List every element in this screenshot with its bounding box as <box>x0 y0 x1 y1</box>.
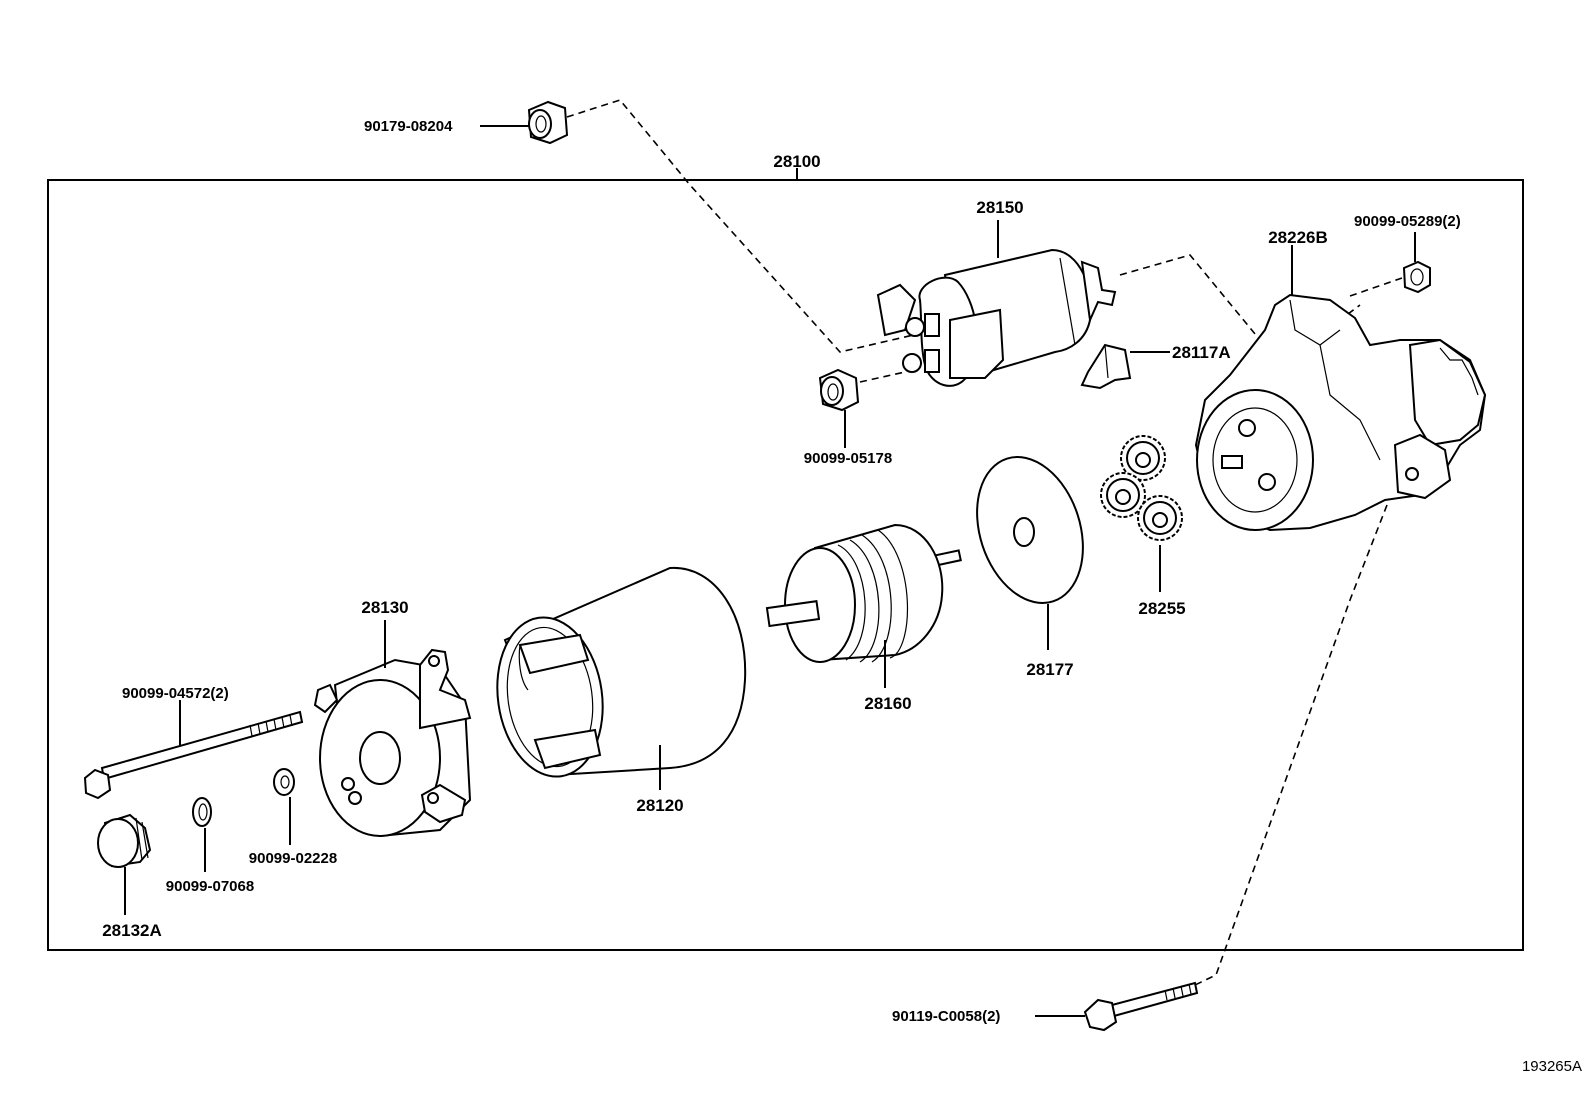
part-label-90099-05289: 90099-05289(2) <box>1354 213 1461 230</box>
part-label-28255: 28255 <box>1138 599 1185 618</box>
yoke-icon <box>496 566 747 778</box>
assembly-number-label: 28100 <box>773 152 820 171</box>
part-label-28130: 28130 <box>361 598 408 617</box>
part-label-90179-08204: 90179-08204 <box>364 118 453 135</box>
plate-icon <box>976 456 1084 604</box>
through-bolt-icon <box>83 710 304 800</box>
part-label-90099-07068: 90099-07068 <box>166 878 254 895</box>
part-label-90119-C0058: 90119-C0058(2) <box>892 1008 1000 1025</box>
nut-icon <box>1402 260 1431 294</box>
part-label-28117A: 28117A <box>1172 343 1231 362</box>
washer-icon <box>273 768 295 796</box>
planetary-gear-icon <box>1100 435 1183 541</box>
clip-icon <box>192 797 212 827</box>
part-label-90099-04572: 90099-04572(2) <box>122 685 229 702</box>
part-label-28160: 28160 <box>864 694 911 713</box>
armature-icon <box>765 523 962 663</box>
through-bolt-icon <box>1083 981 1199 1032</box>
assembly-frame <box>47 179 1524 951</box>
nut-icon <box>527 100 569 145</box>
part-label-90099-02228: 90099-02228 <box>249 850 337 867</box>
end-frame-icon <box>313 648 472 838</box>
part-label-28150: 28150 <box>976 198 1023 217</box>
figure-code: 193265A <box>1522 1058 1582 1075</box>
part-label-28120: 28120 <box>636 796 683 815</box>
part-label-28226B: 28226B <box>1268 228 1328 247</box>
cap-icon <box>97 813 152 868</box>
solenoid-icon <box>876 248 1117 387</box>
lever-icon <box>1080 343 1132 390</box>
nut-icon <box>818 368 860 412</box>
part-label-28177: 28177 <box>1026 660 1073 679</box>
drive-housing-icon <box>1194 293 1487 532</box>
part-label-28132A: 28132A <box>102 921 162 940</box>
part-label-90099-05178: 90099-05178 <box>804 450 892 467</box>
